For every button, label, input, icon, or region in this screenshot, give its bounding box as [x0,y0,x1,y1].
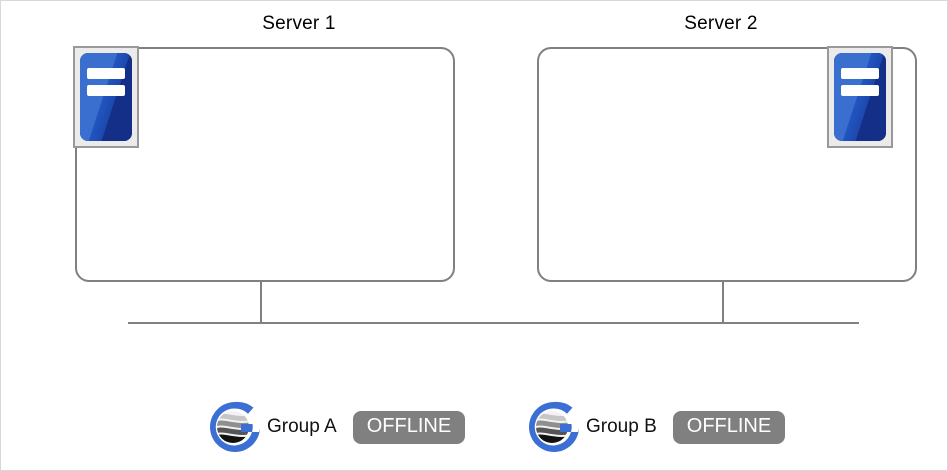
group-b-label: Group B [586,416,657,437]
group-a-label: Group A [267,416,337,437]
group-b-status-badge: OFFLINE [672,410,786,444]
group-globe-logo-icon [529,401,579,452]
group-b-row[interactable]: Group B OFFLINE [526,399,786,455]
server-2-connector-line [722,281,724,323]
server-1-connector-line [260,281,262,323]
server-icon-bar-top [87,67,125,80]
server-1-icon-chip[interactable] [73,46,139,148]
server-icon [834,53,886,141]
server-1-title: Server 1 [262,13,336,34]
server-icon-bar-bottom [841,84,879,97]
server-2-title: Server 2 [684,13,758,34]
network-bus-line [128,322,859,324]
group-a-status-badge: OFFLINE [352,410,466,444]
server-icon-bar-bottom [87,84,125,97]
server-2-icon-chip[interactable] [827,46,893,148]
group-globe-logo-icon [210,401,260,452]
group-a-row[interactable]: Group A OFFLINE [207,399,466,455]
server-icon [80,53,132,141]
server-icon-bar-top [841,67,879,80]
